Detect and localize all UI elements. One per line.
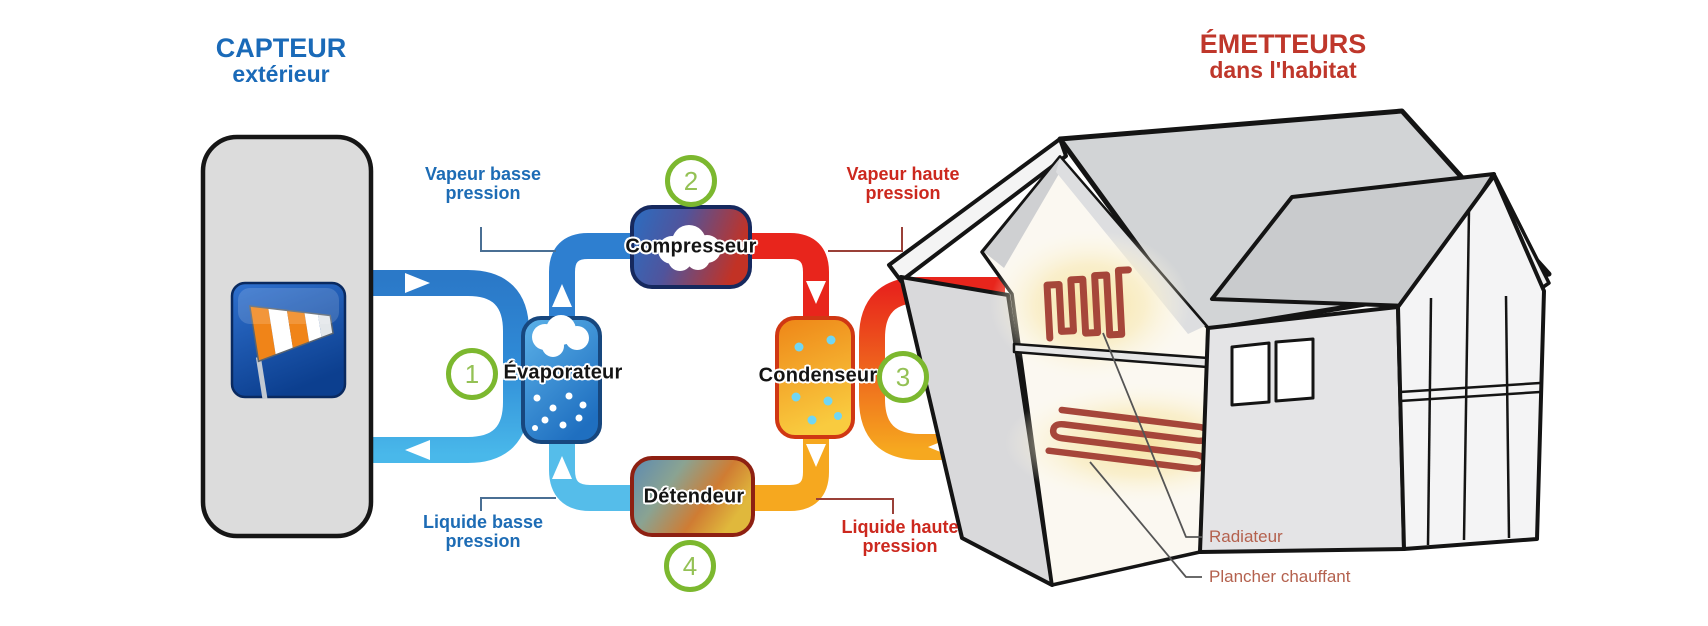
leader-lines [480,227,903,514]
title-emetteurs-line2: dans l'habitat [1209,57,1357,84]
droplet-dots-icon [791,335,842,425]
leader-liquid-low [480,497,556,511]
wing-window-mullions [1399,209,1541,546]
flow-arrow-up [552,284,572,307]
step-badge-3: 3 [877,351,929,403]
leader-floor-heating [1089,461,1202,578]
expansion-valve-box [630,456,755,537]
label-radiateur: Radiateur [1209,527,1283,546]
step-number: 2 [683,165,699,196]
outdoor-collector-panel [200,134,374,539]
label-evaporateur: Évaporateur [503,361,623,384]
house-leader-lines [1089,332,1202,578]
flow-arrow-left [405,440,430,460]
label-line: pression [865,183,941,204]
compressor-box [630,205,752,289]
flow-arrow-down [806,444,826,467]
radiator-coil [1043,266,1132,342]
condenser-box [775,316,855,439]
label-line: Vapeur basse [424,164,542,184]
title-capteur: CAPTEUR extérieur [216,34,347,88]
radiator-glow [990,230,1190,380]
snow-dots-icon [532,392,587,431]
step-badge-1: 1 [446,348,498,400]
title-emetteurs: ÉMETTEURS dans l'habitat [1200,30,1367,84]
discharge-pipe [745,233,829,325]
label-line: Liquide haute [841,517,959,537]
side-window-right [1274,337,1315,403]
label-detendeur: Détendeur [643,485,745,508]
label-compresseur: Compresseur [625,235,757,258]
suction-pipe [549,233,640,340]
heating-loop-pipe [859,277,1005,460]
leader-vapor-high [828,227,903,252]
brine-loop-pipe [371,270,529,463]
step-number: 1 [464,358,480,389]
flow-arrow-down [806,281,826,304]
flow-arrow-right [405,273,430,293]
title-emetteurs-line1: ÉMETTEURS [1199,29,1367,59]
label-line: pression [862,536,938,557]
label-line: pression [445,531,521,552]
roof-underside-left [984,158,1060,268]
label-liquide-haute-pression: Liquide haute pression [841,517,959,557]
windsock-icon [230,281,347,400]
house-illustration [887,108,1552,587]
step-badge-4: 4 [664,540,716,592]
label-condenseur: Condenseur [758,364,878,387]
label-vapeur-haute-pression: Vapeur haute pression [846,164,960,204]
label-vapeur-basse-pression: Vapeur basse pression [424,164,542,204]
title-capteur-line1: CAPTEUR [215,33,347,63]
evaporator-box [521,315,602,444]
liquid-pipe [745,430,829,511]
step-number: 4 [682,550,698,581]
side-window-left [1230,341,1271,407]
label-line: pression [445,183,521,204]
cloud-icon [658,225,721,271]
label-line: Liquide basse [422,512,544,532]
cloud-icon [532,315,589,357]
title-capteur-line2: extérieur [232,61,330,88]
label-line: Vapeur haute [846,164,960,184]
leader-radiator [1102,332,1202,538]
leader-liquid-high [816,498,894,514]
label-plancher-chauffant: Plancher chauffant [1209,567,1351,586]
leader-vapor-low [480,227,556,252]
step-badge-2: 2 [665,155,717,207]
step-number: 3 [895,361,911,392]
label-liquide-basse-pression: Liquide basse pression [422,512,544,552]
flow-arrow-up [552,456,572,479]
